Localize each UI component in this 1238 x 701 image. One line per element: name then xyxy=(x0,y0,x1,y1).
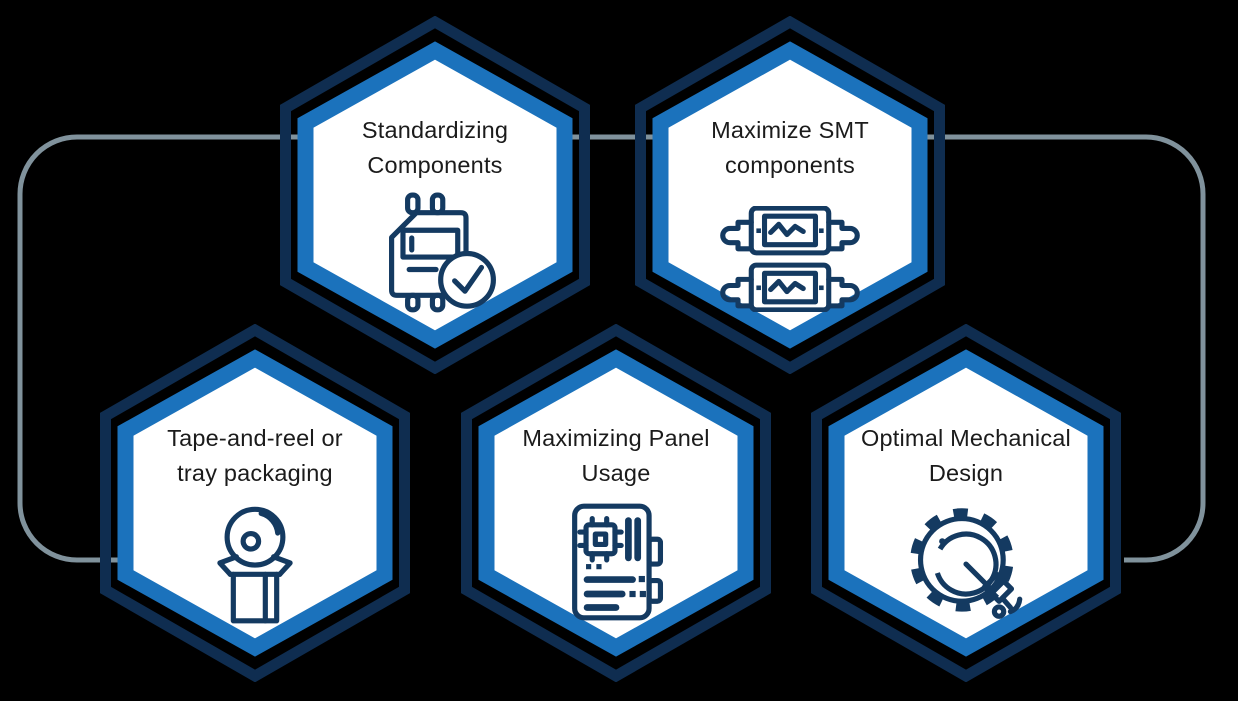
hexagon-label-line: Usage xyxy=(581,460,651,486)
gear-caliper-icon xyxy=(910,508,1023,619)
hexagon-label-line: Optimal Mechanical xyxy=(861,425,1071,451)
hexagon-standardizing-components: Standardizing Components xyxy=(280,16,590,374)
reel-box-icon xyxy=(217,506,293,624)
hexagon-shape xyxy=(461,324,771,682)
hexagon-label: Tape-and-reel or tray packaging xyxy=(122,421,388,491)
hexagon-label-line: Maximize SMT xyxy=(711,117,869,143)
component-check-icon xyxy=(389,192,496,313)
hexagon-label: Maximizing Panel Usage xyxy=(483,421,749,491)
hexagon-tape-and-reel: Tape-and-reel or tray packaging xyxy=(100,324,410,682)
hexagon-shape xyxy=(100,324,410,682)
hexagon-maximizing-panel-usage: Maximizing Panel Usage xyxy=(461,324,771,682)
hexagon-label-line: tray packaging xyxy=(177,460,333,486)
hexagon-maximize-smt-components: Maximize SMT components xyxy=(635,16,945,374)
hexagon-label-line: components xyxy=(724,152,856,178)
connector-path xyxy=(17,134,1206,563)
hexagon-label-line: Standardizing xyxy=(361,117,509,143)
smt-components-icon xyxy=(720,206,860,312)
hexagon-shape xyxy=(635,16,945,374)
hexagon-optimal-mechanical-design: Optimal Mechanical Design xyxy=(811,324,1121,682)
hexagon-label-line: Tape-and-reel or xyxy=(167,425,343,451)
motherboard-icon xyxy=(572,503,664,621)
hexagon-shape xyxy=(811,324,1121,682)
hexagon-label: Optimal Mechanical Design xyxy=(833,421,1099,491)
hexagon-label-line: Maximizing Panel xyxy=(522,425,710,451)
hexagon-label-line: Components xyxy=(367,152,503,178)
hexagon-label-line: Design xyxy=(928,460,1004,486)
hexagon-label: Standardizing Components xyxy=(302,113,568,183)
hexagon-label: Maximize SMT components xyxy=(657,113,923,183)
